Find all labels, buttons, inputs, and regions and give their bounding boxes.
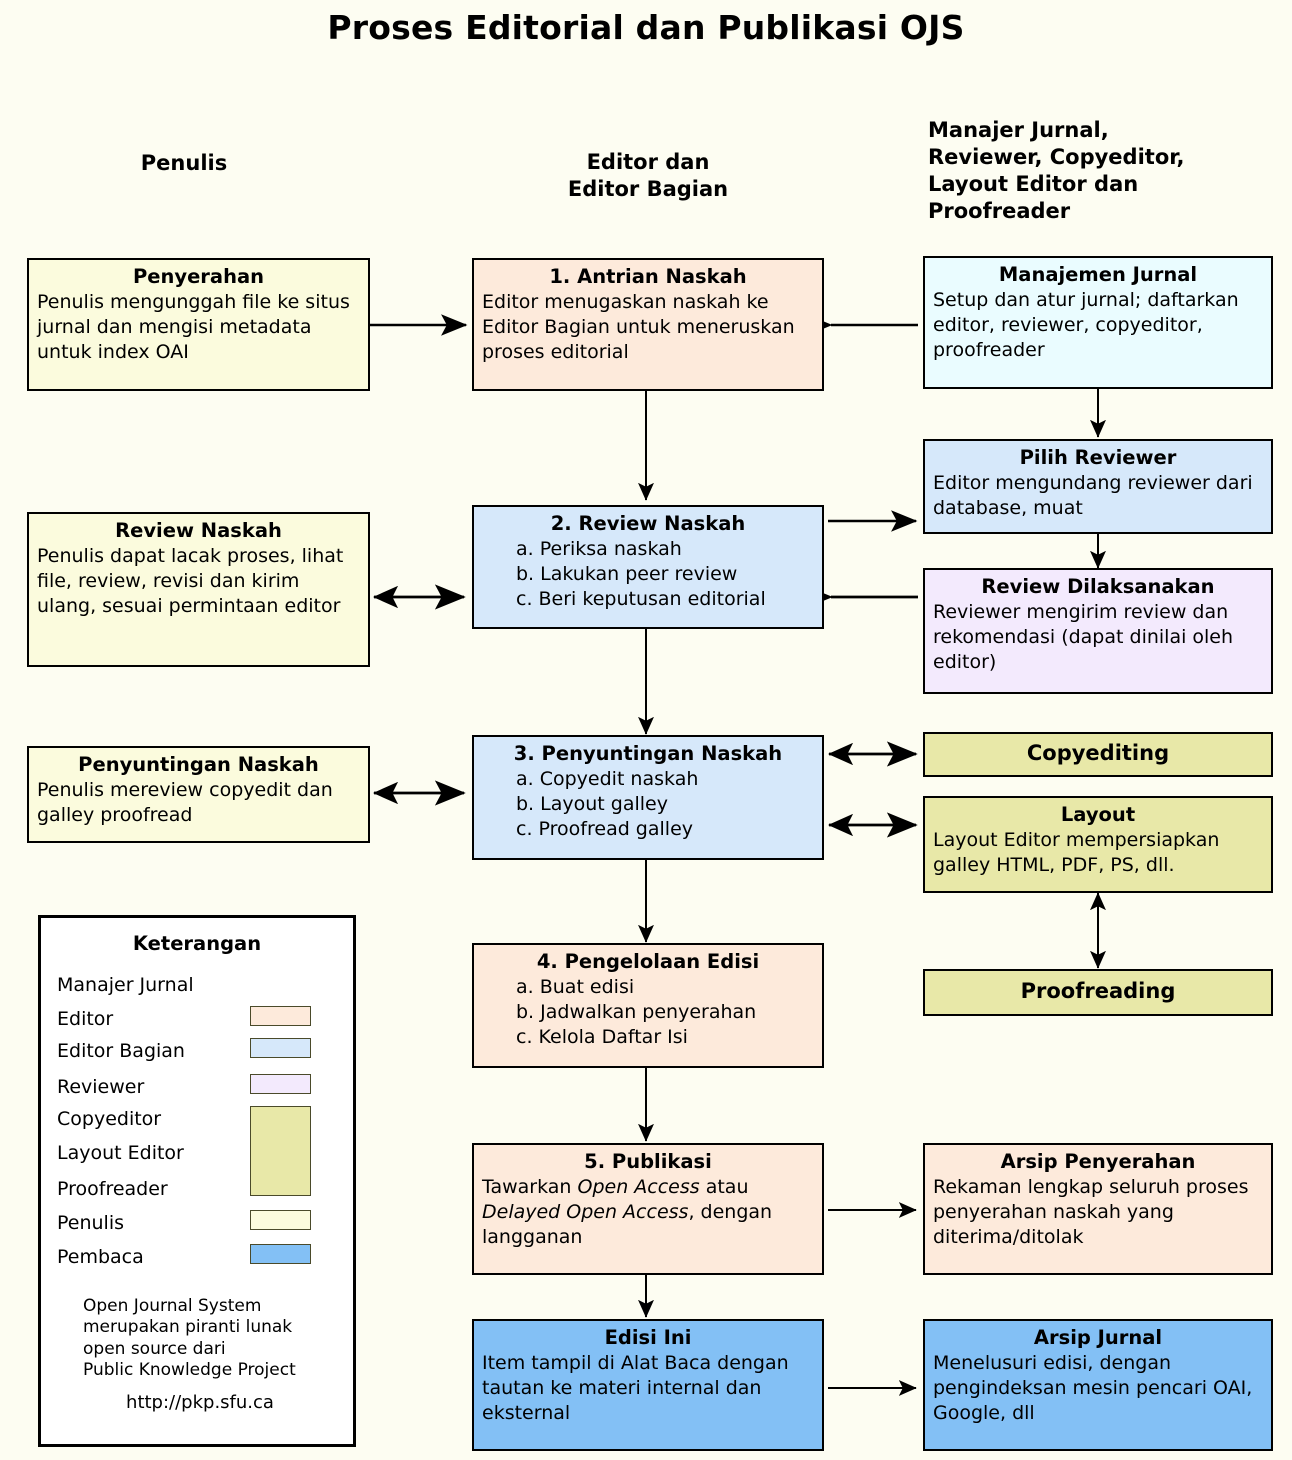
legend-item-penulis: Penulis (57, 1212, 125, 1234)
box-publikasi-title: 5. Publikasi (584, 1150, 712, 1173)
box-copyediting[interactable]: Copyediting (923, 732, 1273, 777)
legend-swatch-penulis (250, 1210, 311, 1230)
box-pilih-reviewer-body: Editor mengundang reviewer dari database… (933, 471, 1253, 519)
box-review-naskah-item-a: a. Periksa naskah (516, 537, 682, 560)
publikasi-italic-2: Delayed Open Access (482, 1201, 689, 1223)
box-layout-body: Layout Editor mempersiapkan galley HTML,… (933, 828, 1220, 876)
box-review-naskah-penulis-title: Review Naskah (115, 519, 282, 542)
box-review-naskah[interactable]: 2. Review Naskah a. Periksa naskah b. La… (472, 505, 824, 629)
legend-swatch-pembaca (250, 1244, 311, 1264)
box-penyuntingan-naskah-item-b: b. Layout galley (516, 793, 668, 815)
box-pengelolaan-edisi-item-a: a. Buat edisi (516, 975, 635, 998)
box-review-dilaksanakan[interactable]: Review Dilaksanakan Reviewer mengirim re… (923, 568, 1273, 694)
publikasi-text-1: Tawarkan (482, 1175, 578, 1198)
box-arsip-jurnal-body: Menelusuri edisi, dengan pengindeksan me… (933, 1351, 1253, 1425)
box-arsip-jurnal[interactable]: Arsip Jurnal Menelusuri edisi, dengan pe… (923, 1319, 1273, 1451)
legend-item-editor-bagian: Editor Bagian (57, 1040, 185, 1062)
box-review-naskah-title: 2. Review Naskah (550, 512, 746, 535)
legend-swatch-editor (250, 1006, 311, 1026)
box-review-naskah-penulis[interactable]: Review Naskah Penulis dapat lacak proses… (27, 512, 370, 667)
box-penyuntingan-naskah-title: 3. Penyuntingan Naskah (513, 742, 783, 765)
box-review-dilaksanakan-body: Reviewer mengirim review dan rekomendasi… (933, 600, 1234, 674)
box-penyuntingan-naskah-penulis[interactable]: Penyuntingan Naskah Penulis mereview cop… (27, 746, 370, 843)
box-manajemen-jurnal[interactable]: Manajemen Jurnal Setup dan atur jurnal; … (923, 256, 1273, 389)
box-arsip-penyerahan[interactable]: Arsip Penyerahan Rekaman lengkap seluruh… (923, 1143, 1273, 1275)
box-penyuntingan-naskah[interactable]: 3. Penyuntingan Naskah a. Copyedit naska… (472, 735, 824, 860)
column-heading-editor-label: Editor dan Editor Bagian (567, 149, 729, 201)
box-antrian-naskah-title: 1. Antrian Naskah (549, 265, 747, 288)
legend-item-reviewer: Reviewer (57, 1076, 145, 1098)
box-penyuntingan-naskah-item-a: a. Copyedit naskah (516, 767, 699, 790)
legend-item-proofreader: Proofreader (57, 1178, 168, 1200)
box-review-naskah-penulis-body: Penulis dapat lacak proses, lihat file, … (37, 544, 344, 618)
box-layout[interactable]: Layout Layout Editor mempersiapkan galle… (923, 796, 1273, 893)
legend-item-layout-editor: Layout Editor (57, 1142, 184, 1164)
box-review-dilaksanakan-title: Review Dilaksanakan (981, 575, 1215, 598)
box-penyuntingan-naskah-penulis-body: Penulis mereview copyedit dan galley pro… (37, 778, 333, 826)
box-pilih-reviewer[interactable]: Pilih Reviewer Editor mengundang reviewe… (923, 439, 1273, 534)
column-heading-penulis-label: Penulis (140, 151, 228, 175)
column-heading-lainnya: Manajer Jurnal, Reviewer, Copyeditor, La… (928, 90, 1276, 224)
box-penyuntingan-naskah-penulis-title: Penyuntingan Naskah (78, 753, 319, 776)
box-review-naskah-item-c: c. Beri keputusan editorial (516, 588, 766, 611)
box-pengelolaan-edisi-title: 4. Pengelolaan Edisi (536, 950, 760, 973)
box-review-naskah-item-b: b. Lakukan peer review (516, 563, 738, 585)
box-antrian-naskah-body: Editor menugaskan naskah ke Editor Bagia… (482, 290, 795, 364)
box-publikasi[interactable]: 5. Publikasi Tawarkan Open Access atau D… (472, 1143, 824, 1275)
legend-title: Keterangan (132, 932, 262, 955)
box-arsip-penyerahan-title: Arsip Penyerahan (1000, 1150, 1196, 1173)
box-layout-title: Layout (1060, 803, 1136, 826)
box-penyerahan-body: Penulis mengunggah file ke situs jurnal … (37, 290, 350, 364)
box-proofreading-title: Proofreading (1020, 979, 1176, 1004)
column-heading-penulis: Penulis (28, 150, 340, 177)
box-pengelolaan-edisi-item-c: c. Kelola Daftar Isi (516, 1026, 688, 1049)
box-edisi-ini-body: Item tampil di Alat Baca dengan tautan k… (482, 1351, 789, 1425)
box-proofreading[interactable]: Proofreading (923, 969, 1273, 1016)
box-arsip-penyerahan-body: Rekaman lengkap seluruh proses penyeraha… (933, 1175, 1249, 1249)
legend-swatch-editor-bagian (250, 1038, 311, 1058)
legend-note: Open Journal System merupakan piranti lu… (83, 1296, 296, 1380)
legend-item-manajer-jurnal: Manajer Jurnal (57, 974, 194, 996)
box-pengelolaan-edisi[interactable]: 4. Pengelolaan Edisi a. Buat edisi b. Ja… (472, 943, 824, 1068)
legend-panel: Keterangan Manajer Jurnal Editor Editor … (38, 915, 356, 1447)
box-penyerahan[interactable]: Penyerahan Penulis mengunggah file ke si… (27, 258, 370, 391)
legend-item-pembaca: Pembaca (57, 1246, 144, 1268)
page-title: Proses Editorial dan Publikasi OJS (327, 8, 965, 47)
publikasi-text-2: atau (699, 1175, 749, 1198)
legend-swatch-copyeditor-layout-proofreader (250, 1106, 311, 1196)
box-copyediting-title: Copyediting (1026, 741, 1170, 766)
box-antrian-naskah[interactable]: 1. Antrian Naskah Editor menugaskan nask… (472, 258, 824, 391)
column-heading-editor: Editor dan Editor Bagian (472, 122, 824, 203)
box-arsip-jurnal-title: Arsip Jurnal (1033, 1326, 1163, 1349)
box-penyerahan-title: Penyerahan (132, 265, 265, 288)
publikasi-italic-1: Open Access (577, 1175, 700, 1198)
column-heading-lainnya-label: Manajer Jurnal, Reviewer, Copyeditor, La… (928, 117, 1185, 223)
legend-url: http://pkp.sfu.ca (126, 1392, 274, 1413)
box-penyuntingan-naskah-item-c: c. Proofread galley (516, 818, 694, 841)
box-pilih-reviewer-title: Pilih Reviewer (1019, 446, 1177, 469)
box-edisi-ini[interactable]: Edisi Ini Item tampil di Alat Baca denga… (472, 1319, 824, 1451)
box-publikasi-body: Tawarkan Open Access atau Delayed Open A… (482, 1175, 814, 1251)
publikasi-text-3: , dengan langganan (482, 1201, 773, 1249)
box-manajemen-jurnal-title: Manajemen Jurnal (998, 263, 1198, 286)
legend-item-editor: Editor (57, 1008, 114, 1030)
box-manajemen-jurnal-body: Setup dan atur jurnal; daftarkan editor,… (933, 288, 1239, 362)
legend-swatch-reviewer (250, 1074, 311, 1094)
box-edisi-ini-title: Edisi Ini (604, 1326, 692, 1349)
legend-item-copyeditor: Copyeditor (57, 1108, 162, 1130)
box-pengelolaan-edisi-item-b: b. Jadwalkan penyerahan (516, 1001, 757, 1023)
